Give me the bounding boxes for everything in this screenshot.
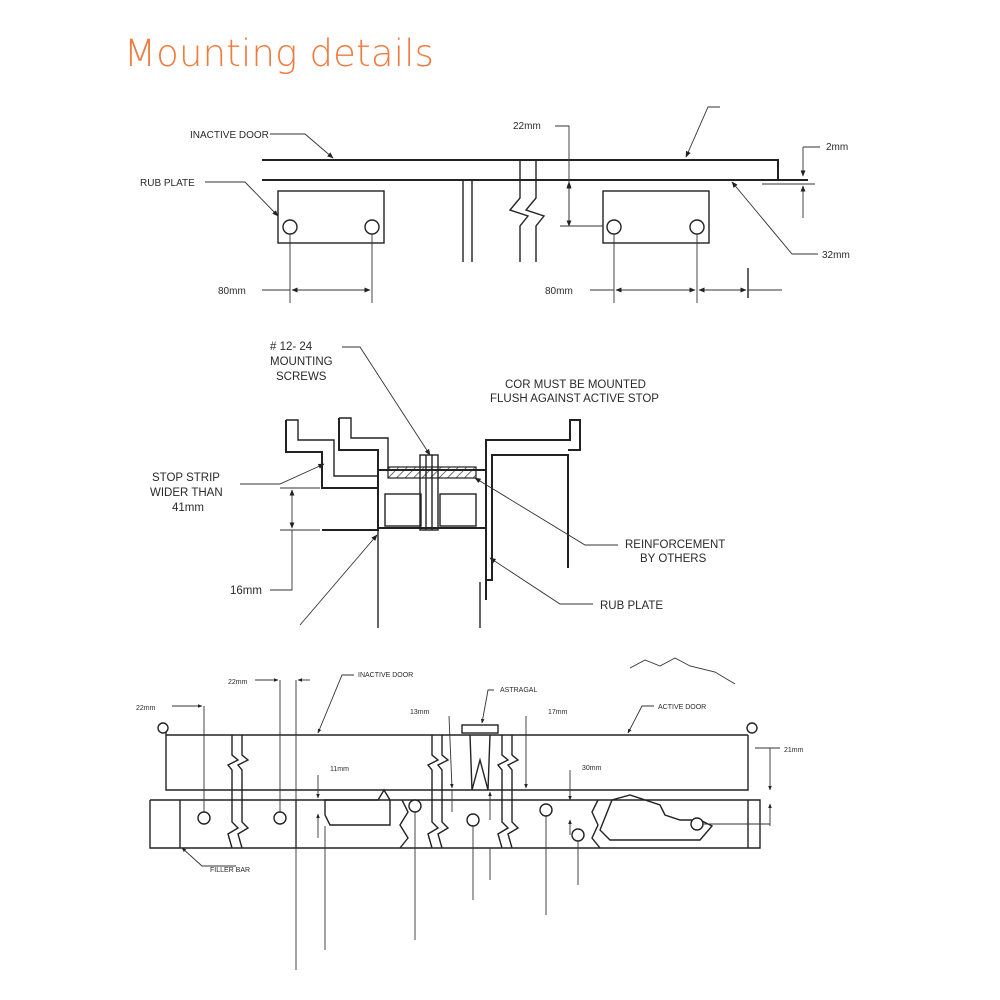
rub-plate-label: RUB PLATE [140, 178, 195, 189]
rub-plate-left [277, 190, 385, 244]
dim-11mm-label: 11mm [330, 766, 349, 773]
stop-strip-label-3: 41mm [172, 502, 204, 514]
inactive-door-outline [262, 159, 779, 180]
dim-32mm-label: 32mm [822, 250, 850, 261]
screws-label-3: SCREWS [276, 371, 327, 383]
stop-strip-label-2: WIDER THAN [150, 487, 223, 499]
screw-hole [282, 219, 298, 235]
dim-2mm-label: 2mm [826, 142, 848, 153]
page-title: Mounting details [124, 32, 435, 75]
section-diagram: # 12- 24 MOUNTING SCREWS COR MUST BE MOU… [150, 341, 725, 628]
active-door-label: ACTIVE DOOR [658, 704, 706, 711]
cor-label-1: COR MUST BE MOUNTED [505, 379, 646, 391]
astragal-label: ASTRAGAL [500, 687, 537, 694]
screw-hole [364, 219, 380, 235]
inactive-door-label-3: INACTIVE DOOR [358, 672, 413, 679]
reinforcement-label-1: REINFORCEMENT [625, 539, 725, 551]
screws-label-2: MOUNTING [270, 356, 333, 368]
dim-80mm-left-label: 80mm [218, 286, 246, 297]
screw-hole [606, 219, 622, 235]
cor-label-2: FLUSH AGAINST ACTIVE STOP [490, 393, 659, 405]
stop-strip-label-1: STOP STRIP [152, 472, 220, 484]
dim-21mm-label: 21mm [784, 747, 804, 754]
rub-plate-label-2: RUB PLATE [600, 600, 663, 612]
dim-22mm-a-label: 22mm [136, 705, 156, 712]
reinforcement-label-2: BY OTHERS [640, 553, 707, 565]
dim-16mm-label: 16mm [230, 585, 262, 597]
screw-hole [689, 219, 705, 235]
dim-17mm-label: 17mm [548, 709, 568, 716]
dim-30mm-label: 30mm [582, 765, 602, 772]
plan-diagram: INACTIVE DOOR RUB PLATE 22mm 2mm 32mm 80… [140, 106, 850, 303]
screws-label-1: # 12- 24 [270, 341, 313, 353]
dim-13mm-label: 13mm [410, 709, 430, 716]
rub-plate-right [602, 190, 710, 244]
elevation-diagram: 22mm 22mm INACTIVE DOOR ASTRAGAL 13mm 17… [136, 657, 804, 970]
filler-bar-label: FILLER BAR [210, 867, 250, 874]
dim-22mm-label: 22mm [513, 121, 541, 132]
inactive-door-label: INACTIVE DOOR [190, 130, 269, 141]
dim-80mm-right-label: 80mm [545, 286, 573, 297]
dim-22mm-b-label: 22mm [228, 679, 248, 686]
